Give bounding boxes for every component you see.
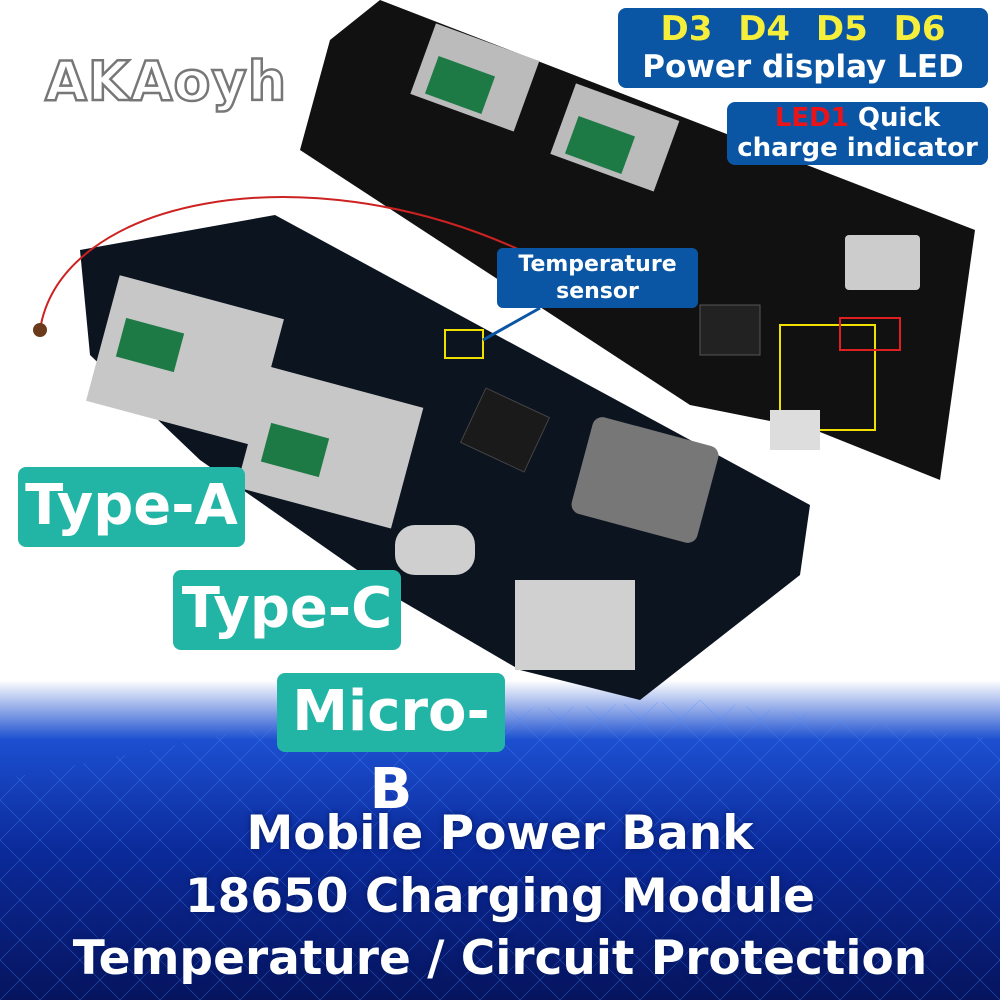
temperature-line-1: Temperature (518, 252, 677, 277)
network-background (0, 700, 1000, 1000)
power-led-names: D3 D4 D5 D6 (660, 9, 946, 49)
brand-logo: AKAoyh (44, 49, 288, 115)
led1-label: LED1 (774, 103, 849, 133)
headline-line-2: 18650 Charging Module (184, 869, 816, 924)
temperature-line-2: sensor (556, 279, 639, 304)
headline-line-1: Mobile Power Bank (246, 806, 754, 861)
power-led-label: Power display LED (642, 49, 964, 85)
usb-a-port-1 (86, 275, 284, 445)
headline-line-3: Temperature / Circuit Protection (72, 931, 928, 986)
micro-b-label: Micro-B (277, 673, 505, 822)
usb-a-port-2 (236, 366, 424, 529)
ic-chip (459, 387, 551, 473)
micro-b-port (515, 580, 635, 670)
front-pcb-board (33, 196, 810, 700)
inductor (571, 417, 719, 543)
charge-indicator-label: charge indicator (737, 133, 978, 163)
quick-label: Quick (857, 103, 941, 133)
quick-charge-callout: LED1 Quick charge indicator (727, 102, 988, 165)
type-a-label: Type-A (18, 467, 245, 547)
usb-c-port (395, 525, 475, 575)
temperature-sensor-callout: Temperature sensor (497, 248, 698, 308)
power-led-callout: D3 D4 D5 D6 Power display LED (618, 8, 988, 88)
back-pcb-board (300, 0, 975, 480)
type-c-label: Type-C (173, 570, 401, 650)
